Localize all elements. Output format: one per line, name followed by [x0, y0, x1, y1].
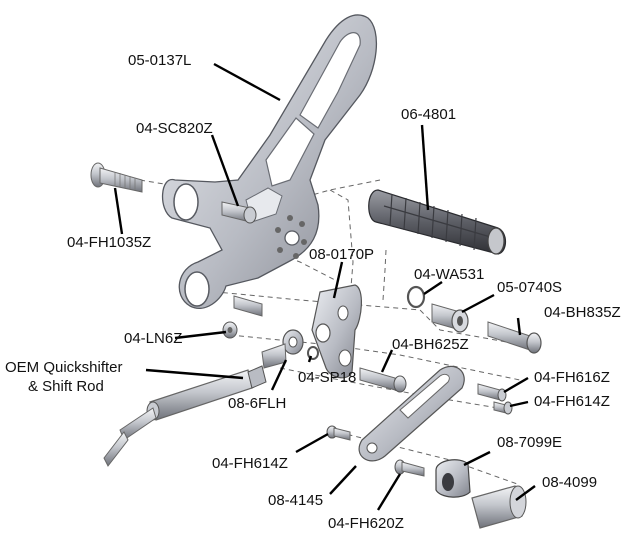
- label-lever-4145: 08-4145: [268, 492, 323, 509]
- spacer-sp18: [307, 346, 319, 360]
- label-bolt-fh620: 04-FH620Z: [328, 515, 404, 532]
- rearset-bracket: [161, 14, 378, 309]
- label-bolt-fh1035: 04-FH1035Z: [67, 234, 151, 251]
- label-nut-ln6: 04-LN6Z: [124, 330, 182, 347]
- label-bolt-sc820: 04-SC820Z: [136, 120, 213, 137]
- bolt-bh625: [359, 367, 407, 393]
- leader-lines: [113, 62, 536, 511]
- label-quickshifter-line2: & Shift Rod: [28, 378, 104, 395]
- label-sleeve-4099: 08-4099: [542, 474, 597, 491]
- bolt-fh616: [477, 383, 507, 402]
- label-bolt-fh616: 04-FH616Z: [534, 369, 610, 386]
- footpeg-grip: [368, 189, 507, 255]
- label-plate-0170p: 08-0170P: [309, 246, 374, 263]
- quickshifter-shift-rod: [103, 365, 267, 467]
- bolt-bh835: [487, 321, 542, 354]
- label-bracket: 05-0137L: [128, 52, 191, 69]
- label-bolt-fh614-right: 04-FH614Z: [534, 393, 610, 410]
- label-washer-wa531: 04-WA531: [414, 266, 484, 283]
- label-rod-end-6flh: 08-6FLH: [228, 395, 286, 412]
- label-grip-peg: 06-4801: [401, 106, 456, 123]
- part-labels: 05-0137L 06-4801 04-SC820Z 04-FH1035Z 08…: [5, 52, 621, 532]
- shift-plate: [311, 284, 362, 379]
- bolt-sc820: [221, 201, 257, 224]
- rod-end-6flh: [261, 329, 304, 369]
- label-quickshifter-line1: OEM Quickshifter: [5, 359, 123, 376]
- spacer-0740s: [431, 303, 469, 333]
- label-clamp-7099e: 08-7099E: [497, 434, 562, 451]
- washer-wa531: [406, 285, 426, 309]
- clamp-7099e: [435, 459, 471, 498]
- label-spacer-sp18: 04-SP18: [298, 369, 356, 386]
- shift-lever: [358, 365, 465, 462]
- bolt-fh614-right: [493, 401, 513, 415]
- label-bolt-bh625: 04-BH625Z: [392, 336, 469, 353]
- bolt-fh614-left: [326, 425, 351, 441]
- nut-ln6: [222, 321, 238, 339]
- bolt-fh1035: [90, 162, 143, 193]
- label-bolt-bh835: 04-BH835Z: [544, 304, 621, 321]
- label-spacer-0740s: 05-0740S: [497, 279, 562, 296]
- bolt-fh620: [394, 459, 425, 477]
- bolt-bracket-lower: [233, 295, 263, 317]
- label-bolt-fh614-left: 04-FH614Z: [212, 455, 288, 472]
- sleeve-4099: [471, 485, 527, 529]
